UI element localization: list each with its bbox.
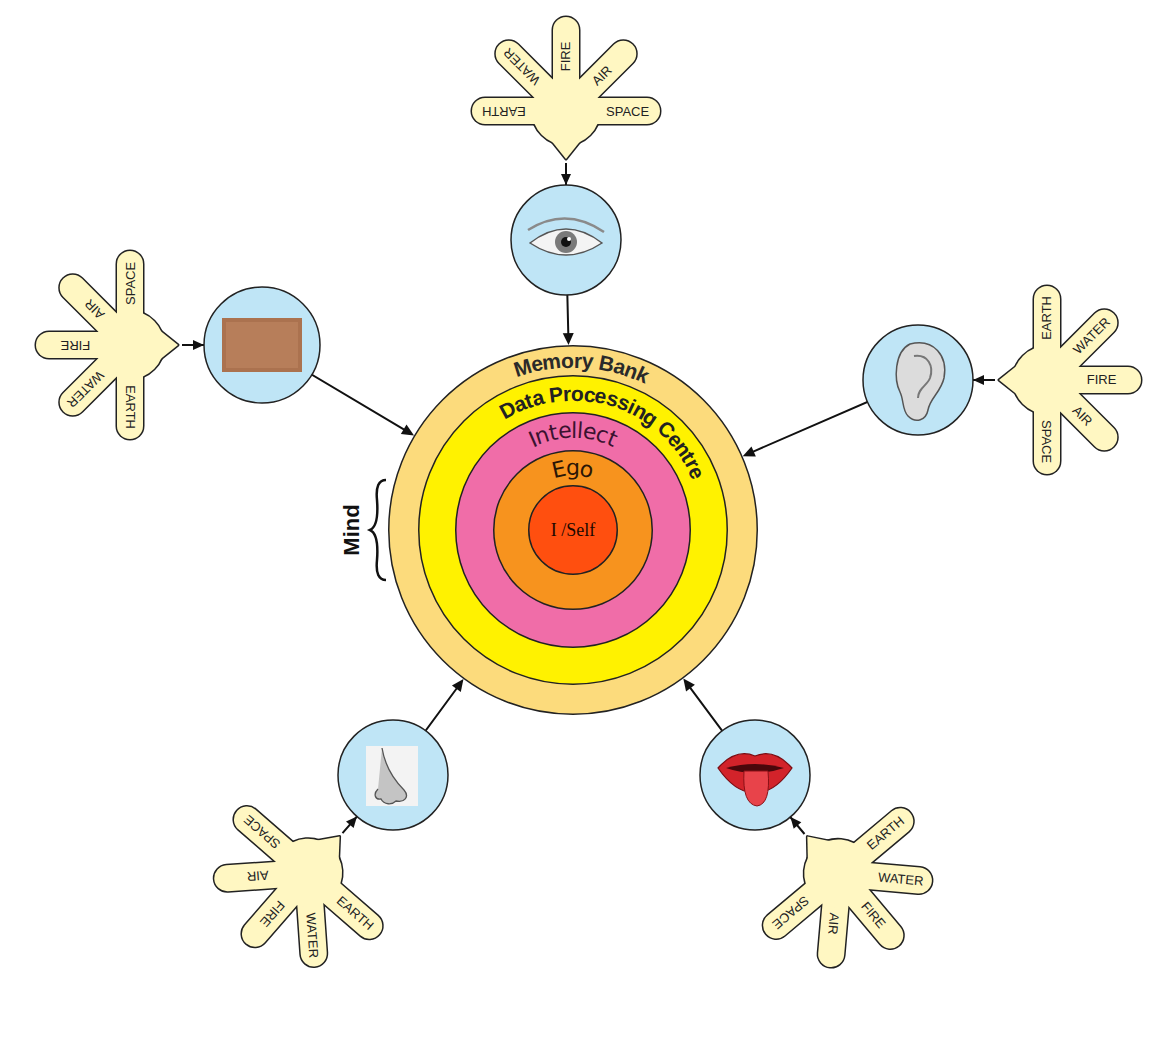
- hand-wrist: [302, 820, 358, 874]
- ring-circle: Data Processing CentreIntellectEgoI /Sel…: [418, 375, 728, 685]
- arc-letter: e: [557, 420, 572, 443]
- ring-fill: [494, 451, 653, 610]
- entry-arrowhead: [346, 817, 357, 829]
- ring-label: Intellect: [525, 420, 620, 451]
- element-label: WATER: [305, 912, 321, 958]
- ring-circle: Memory BankData Processing CentreIntelle…: [388, 345, 758, 715]
- hand-outline: [464, 9, 668, 167]
- ring-fill: [389, 346, 758, 715]
- arc-letter: r: [562, 382, 571, 403]
- ear-helix: [914, 356, 931, 398]
- ear-outline: [896, 343, 944, 420]
- hand-wrist: [542, 129, 590, 159]
- hand-wrist: [148, 321, 178, 369]
- tongue: [744, 771, 769, 806]
- arrowhead: [743, 446, 756, 456]
- ring-circle: Ego I /Self: [493, 450, 653, 610]
- sense-circle: [700, 720, 810, 830]
- mind-label: Mind: [341, 504, 363, 555]
- element-label: SPACE: [606, 105, 649, 118]
- element-label: AIR: [826, 913, 841, 936]
- hand-shape: SPACEAIRFIREWATEREARTH: [164, 763, 422, 1016]
- sense-circle: [511, 185, 621, 295]
- entry-arrowhead: [973, 375, 984, 385]
- ring-fill: [529, 486, 618, 575]
- ring-fill: [456, 413, 691, 648]
- element-label: EARTH: [1041, 296, 1054, 340]
- nose-profile: [375, 748, 406, 804]
- entry-arrowhead: [790, 817, 801, 829]
- element-label: FIRE: [1087, 374, 1117, 387]
- arc-letter: P: [548, 383, 565, 406]
- hand-shape: EARTHWATERFIREAIRSPACE: [724, 765, 982, 1017]
- hand-outline: [164, 763, 422, 1016]
- hand-wrist: [789, 822, 845, 876]
- element-label: FIRE: [60, 339, 90, 352]
- eye-white: [530, 229, 602, 255]
- hand-outline: [724, 765, 982, 1017]
- arc-letter: o: [561, 349, 575, 370]
- ring-fill: [419, 376, 728, 685]
- entry-arrowhead: [561, 174, 571, 185]
- sense-circle: [863, 325, 973, 435]
- ring-circle: I /Self: [528, 485, 618, 575]
- hand-wrist: [999, 356, 1029, 404]
- sense-circle: [338, 720, 448, 830]
- element-label: AIR: [246, 869, 269, 883]
- arrowhead: [452, 679, 464, 692]
- arc-letter: o: [571, 382, 585, 403]
- element-label: SPACE: [124, 262, 137, 305]
- ring-circle: IntellectEgo I /Self: [455, 412, 691, 648]
- arc-letter: o: [578, 457, 596, 481]
- element-label: EARTH: [482, 105, 526, 118]
- element-label: SPACE: [1041, 420, 1054, 463]
- skin-texture: [226, 322, 298, 368]
- sense-circle: [204, 287, 320, 403]
- hand-shape: EARTHWATERFIREAIRSPACE: [464, 9, 668, 167]
- eye-highlight: [567, 237, 571, 241]
- arrowhead: [683, 679, 695, 692]
- arc-letter: E: [550, 457, 568, 482]
- hand-shape: EARTHWATERFIREAIRSPACE: [991, 278, 1149, 482]
- eye-iris: [555, 231, 577, 253]
- center-label: I /Self: [551, 521, 596, 539]
- hand-wrist: [542, 129, 590, 159]
- hand-shape: SPACEAIRFIREWATEREARTH: [28, 243, 186, 447]
- hand-outline: [28, 243, 186, 447]
- element-label: FIRE: [560, 41, 573, 71]
- arc-letter: m: [541, 350, 562, 373]
- skin-patch: [222, 318, 302, 372]
- element-label: EARTH: [124, 385, 137, 429]
- entry-arrowhead: [193, 340, 204, 350]
- nose-photo: [366, 746, 418, 806]
- hand-outline: [991, 278, 1149, 482]
- arrowhead: [563, 333, 574, 345]
- hand-wrist: [148, 321, 178, 369]
- mind-brace: [370, 480, 386, 580]
- arrowhead: [401, 425, 414, 436]
- eye-pupil: [561, 237, 571, 247]
- arc-letter: y: [581, 350, 594, 372]
- skin-shade: [222, 318, 302, 372]
- ring-label: Ego: [550, 457, 596, 482]
- hand-wrist: [999, 356, 1029, 404]
- arc-letter: r: [573, 349, 582, 370]
